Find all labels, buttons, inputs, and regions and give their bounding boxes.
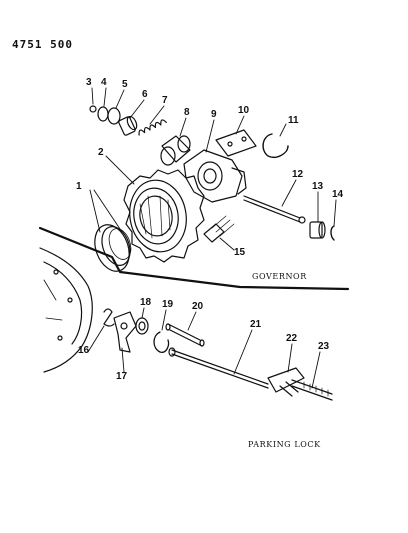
callout-5: 5: [122, 79, 128, 90]
cover-plate-10: [215, 129, 257, 157]
washer-5: [107, 107, 121, 125]
rod-end-23: [291, 379, 333, 401]
callout-12: 12: [292, 169, 304, 180]
callout-7: 7: [162, 95, 168, 106]
section-divider: [38, 226, 350, 291]
callout-17: 17: [116, 371, 128, 382]
governor-body-9: [183, 149, 247, 203]
callout-21: 21: [250, 319, 262, 330]
callout-23: 23: [318, 341, 330, 352]
callout-15: 15: [234, 247, 246, 258]
callout-6: 6: [142, 89, 148, 100]
governor-support-gear: [123, 169, 205, 263]
callout-4: 4: [101, 77, 107, 88]
diagram-code: 4751 500: [12, 38, 73, 51]
callout-1: 1: [76, 181, 82, 192]
spring-7: [138, 119, 167, 136]
callout-2: 2: [98, 147, 104, 158]
spring-16: [103, 308, 115, 327]
section-label-governor: GOVERNOR: [252, 272, 307, 281]
callout-19: 19: [162, 299, 174, 310]
callout-20: 20: [192, 301, 204, 312]
callout-3: 3: [86, 77, 92, 88]
governor-shaft-12: [243, 195, 306, 224]
governor-weight-6: [118, 115, 138, 136]
leader-lines: [87, 87, 337, 389]
screw-15: [203, 215, 235, 243]
parking-pawl-17: [113, 311, 137, 353]
bushing-18: [135, 317, 149, 335]
callout-14: 14: [332, 189, 344, 200]
callout-8: 8: [184, 107, 190, 118]
snap-ring-19: [153, 331, 170, 353]
parking-rod-21: [168, 347, 269, 389]
rod-guide-22: [267, 367, 305, 397]
callout-11: 11: [288, 115, 299, 126]
retaining-ring-3: [89, 105, 97, 113]
pawl-shaft-20: [165, 323, 205, 347]
callout-13: 13: [312, 181, 324, 192]
sleeve-8: [160, 135, 191, 166]
e-clip-14: [330, 225, 335, 241]
transmission-case: [39, 247, 93, 373]
callout-10: 10: [238, 105, 250, 116]
snap-ring-11: [262, 133, 289, 158]
section-label-parking-lock: PARKING LOCK: [248, 440, 321, 449]
governor-valve-13: [309, 221, 326, 239]
callout-22: 22: [286, 333, 298, 344]
washer-4: [97, 106, 109, 122]
callout-9: 9: [211, 109, 217, 120]
callout-18: 18: [140, 297, 152, 308]
seal-rings: [94, 224, 132, 272]
callout-16: 16: [78, 345, 90, 356]
